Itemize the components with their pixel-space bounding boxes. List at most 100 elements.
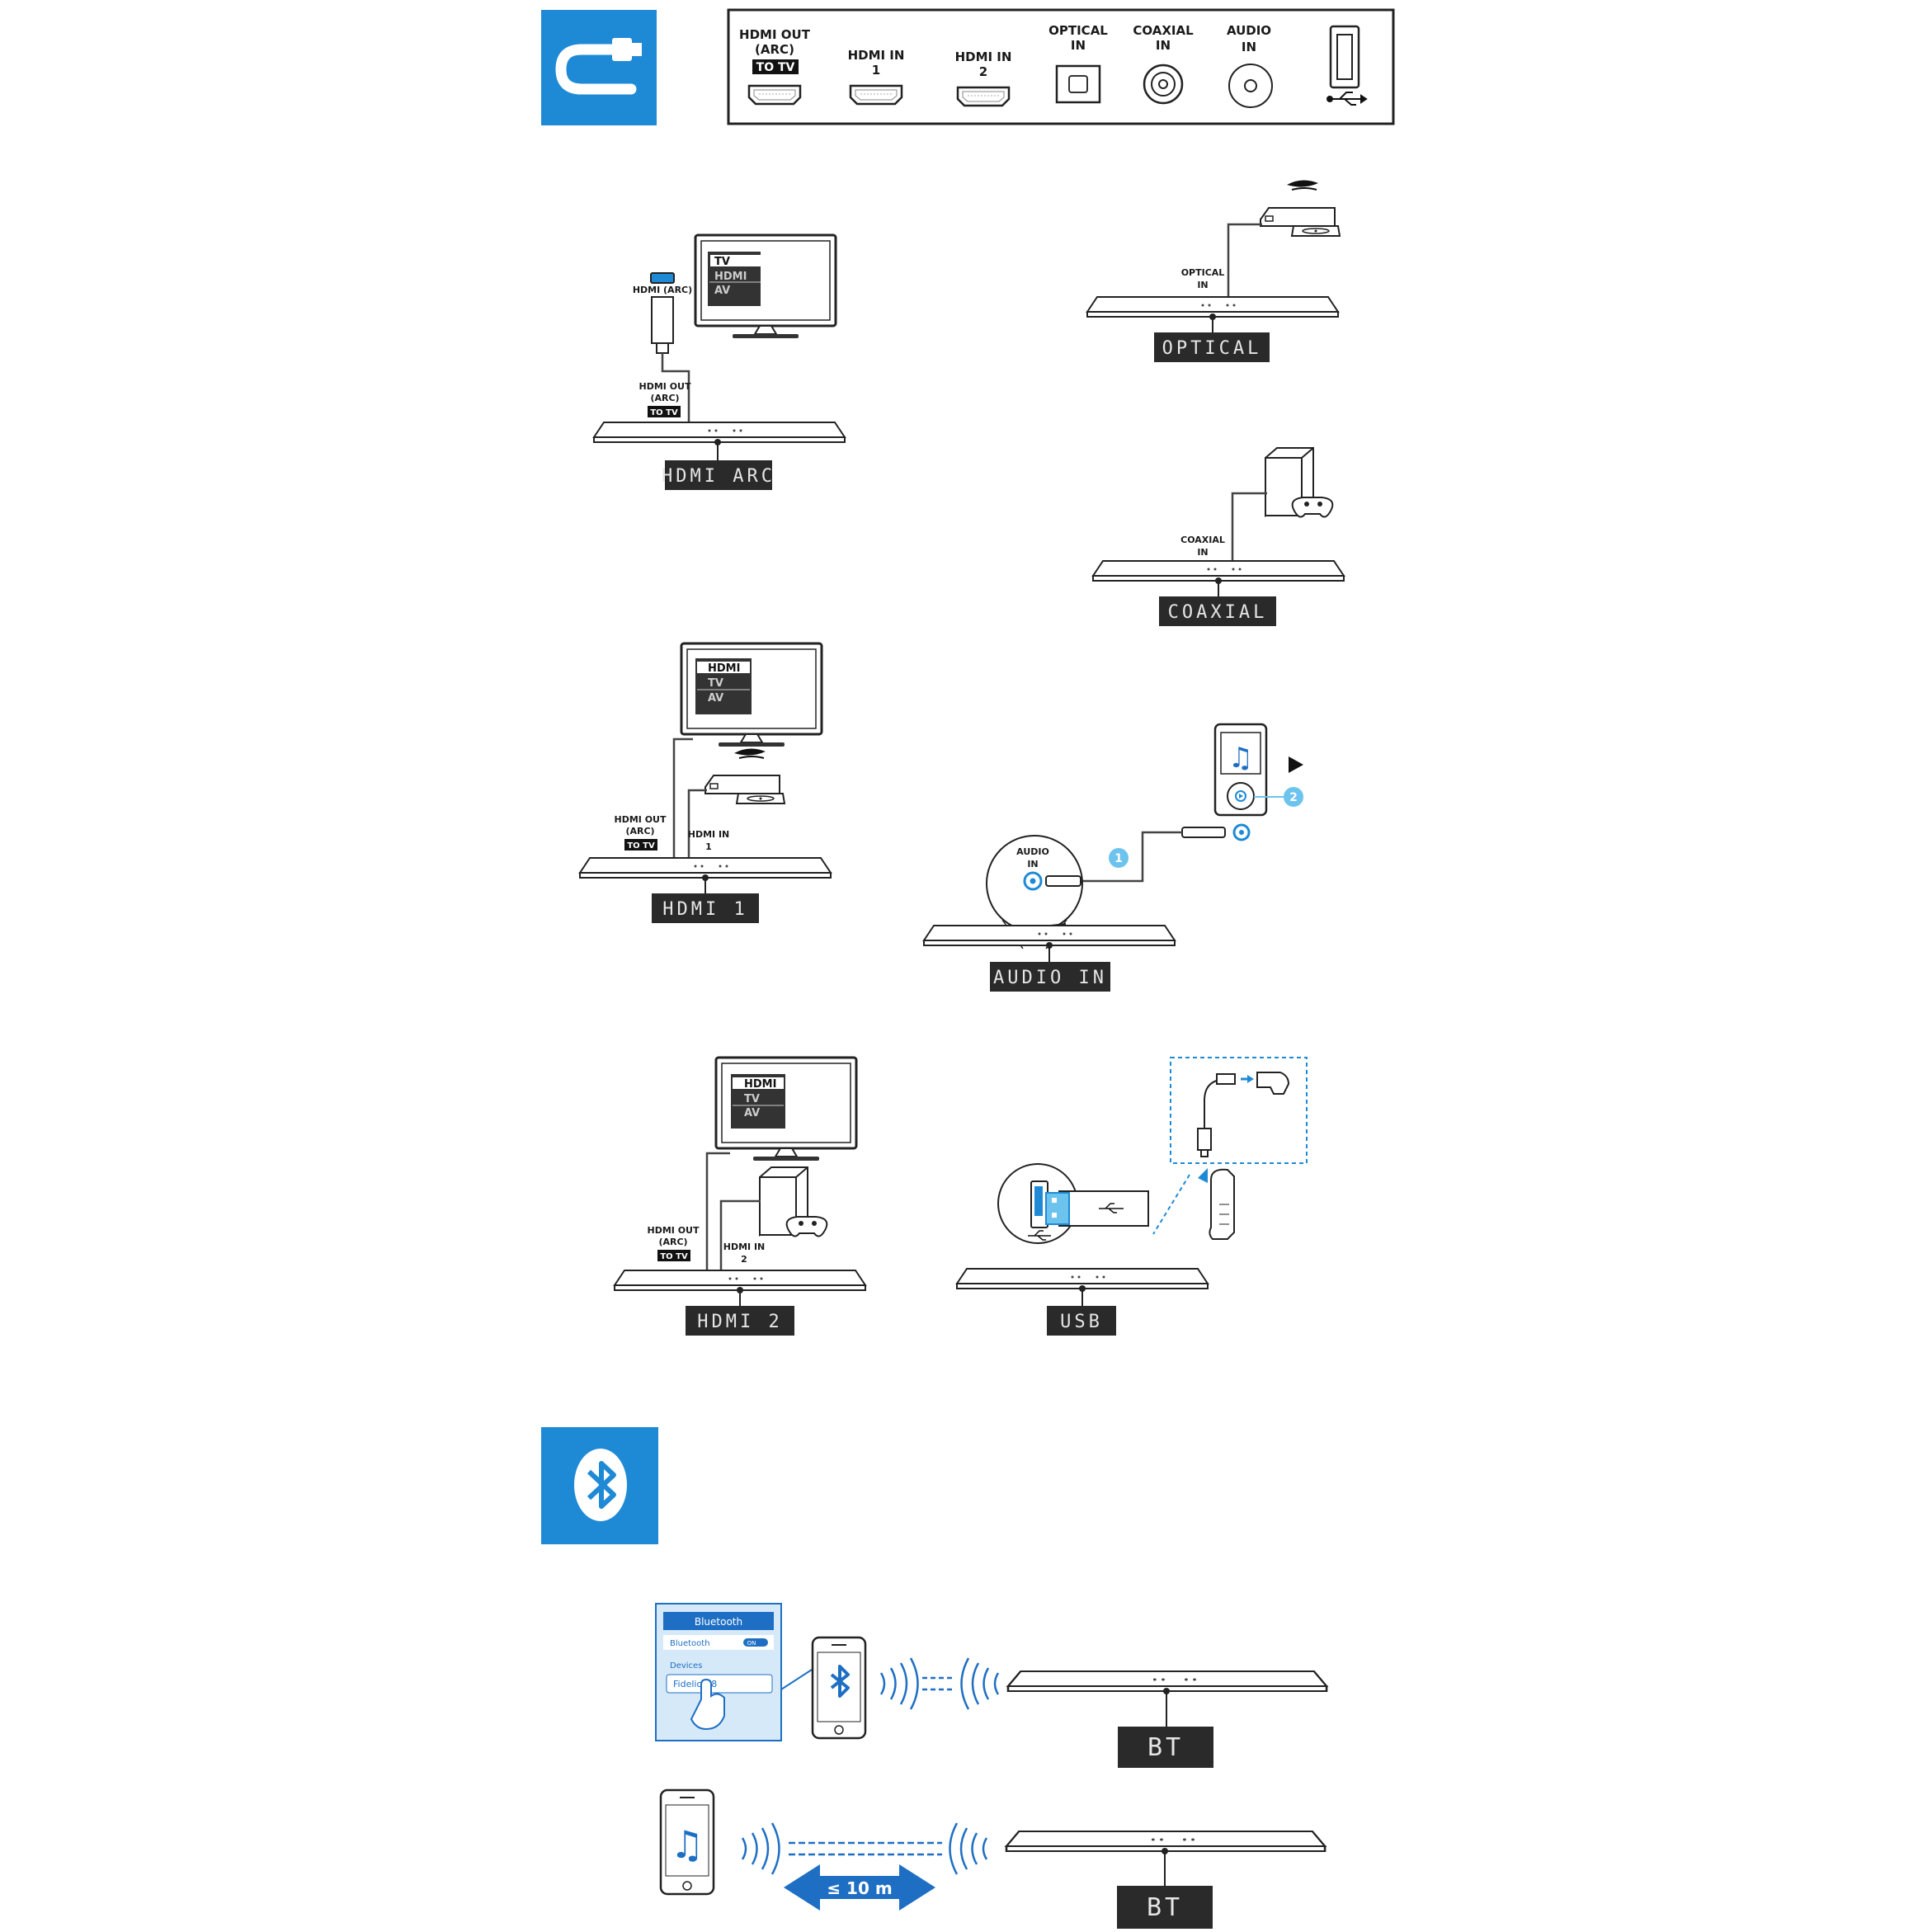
svg-text:USB: USB: [1060, 1312, 1103, 1332]
svg-text:COAXIAL: COAXIAL: [1168, 602, 1268, 623]
coaxial-label: COAXIAL: [1133, 23, 1194, 38]
optical-label: OPTICAL: [1048, 23, 1108, 38]
hdmi-in2-port: [956, 86, 1011, 107]
audio-in-port: [1228, 64, 1273, 108]
display-hdmi1: [652, 893, 759, 923]
game-console-icon: [759, 1166, 828, 1237]
svg-text:HDMI OUT: HDMI OUT: [615, 814, 667, 825]
svg-text:OPTICAL: OPTICAL: [1181, 267, 1225, 278]
svg-text:1: 1: [705, 841, 712, 852]
svg-text:IN: IN: [1197, 547, 1208, 558]
svg-text:TO TV: TO TV: [660, 1252, 688, 1261]
svg-text:≤ 10 m: ≤ 10 m: [827, 1878, 892, 1898]
game-console-icon: [1265, 447, 1334, 518]
svg-text:Bluetooth: Bluetooth: [695, 1616, 742, 1628]
svg-text:(ARC): (ARC): [755, 42, 794, 57]
hdmi1-diagram: HDMI TV AV HDMI OUT (ARC) TO TV HDMI IN …: [579, 642, 832, 923]
svg-text:IN: IN: [1197, 280, 1208, 290]
svg-text:HDMI 1: HDMI 1: [662, 899, 747, 920]
hdmi-in1-label: HDMI IN: [848, 48, 905, 63]
hdmi-in1-port: [849, 84, 903, 106]
svg-text:HDMI ARC: HDMI ARC: [662, 466, 775, 487]
usb-icon: [1326, 92, 1368, 106]
svg-text:HDMI 2: HDMI 2: [697, 1312, 782, 1332]
coaxial-diagram: COAXIAL IN COAXIAL: [1092, 447, 1345, 626]
svg-text:BT: BT: [1147, 1733, 1184, 1762]
svg-text:Bluetooth: Bluetooth: [670, 1639, 710, 1648]
svg-text:2: 2: [1289, 791, 1298, 804]
bluray-player: [704, 775, 785, 804]
svg-text:COAXIAL: COAXIAL: [1180, 535, 1225, 545]
phone-music-icon: ♫: [659, 1788, 715, 1896]
bluetooth-icon: [830, 1665, 850, 1698]
hdmi2-diagram: HDMI TV AV HDMI OUT (ARC) TO TV HDMI IN …: [614, 1056, 866, 1336]
hdmi-out-label: HDMI OUT: [739, 27, 811, 42]
svg-text:AV: AV: [744, 1107, 760, 1119]
svg-text:IN: IN: [1027, 859, 1038, 869]
display-hdmi2: [686, 1306, 794, 1336]
bluetooth-range-diagram: ♫ ≤ 10 m BT: [659, 1788, 1326, 1929]
music-note-icon: ♫: [670, 1822, 704, 1867]
svg-text:HDMI (ARC): HDMI (ARC): [633, 285, 692, 295]
bluetooth-icon: [541, 1427, 658, 1544]
optical-port: [1055, 64, 1101, 104]
svg-text:TV: TV: [714, 256, 730, 268]
display-coaxial: [1159, 596, 1276, 626]
optical-diagram: OPTICAL IN OPTICAL: [1086, 179, 1341, 362]
svg-text:2: 2: [741, 1254, 747, 1265]
display-audio-in: [990, 962, 1110, 992]
display-bt: [1118, 1727, 1213, 1768]
svg-text:AUDIO: AUDIO: [1016, 846, 1049, 857]
svg-text:(ARC): (ARC): [625, 826, 654, 836]
hdmi-out-port: [747, 84, 802, 106]
audio-in-diagram: ♫ 2 AUDIO IN 1 AUDIO IN: [923, 723, 1303, 992]
svg-text:(ARC): (ARC): [650, 393, 679, 403]
svg-text:2: 2: [979, 64, 987, 79]
soundbar: [593, 422, 846, 443]
to-tv-badge: TO TV: [756, 61, 795, 74]
svg-text:AUDIO IN: AUDIO IN: [993, 968, 1107, 988]
bluray-logo: [1286, 179, 1319, 191]
svg-text:BT: BT: [1147, 1893, 1183, 1922]
svg-text:HDMI: HDMI: [708, 662, 740, 675]
svg-text:1: 1: [1114, 852, 1123, 865]
svg-text:HDMI OUT: HDMI OUT: [648, 1225, 700, 1236]
usb-icon: [1028, 1230, 1051, 1241]
svg-text:1: 1: [872, 63, 880, 78]
svg-text:(ARC): (ARC): [658, 1237, 687, 1247]
svg-text:OPTICAL: OPTICAL: [1162, 338, 1262, 359]
svg-text:HDMI: HDMI: [744, 1078, 776, 1091]
music-note-icon: ♫: [1228, 742, 1253, 775]
port-panel: HDMI OUT (ARC) TO TV HDMI IN 1 HDMI IN 2…: [727, 8, 1395, 125]
svg-text:TV: TV: [744, 1093, 760, 1105]
display-usb: [1047, 1306, 1116, 1336]
svg-text:HDMI IN: HDMI IN: [723, 1242, 766, 1252]
audio-in-label: AUDIO: [1227, 23, 1271, 38]
svg-text:IN: IN: [1071, 38, 1086, 53]
cable-icon: [541, 10, 657, 125]
hdmi-in2-label: HDMI IN: [955, 49, 1012, 64]
svg-text:HDMI OUT: HDMI OUT: [639, 381, 691, 392]
coaxial-port: [1143, 64, 1184, 105]
svg-text:Devices: Devices: [670, 1661, 702, 1670]
hand-cursor-icon: [690, 1678, 725, 1731]
svg-text:IN: IN: [1242, 40, 1256, 54]
music-player-icon: ♫: [1213, 723, 1268, 817]
display-optical: [1154, 332, 1270, 362]
usb-detail-box: [1170, 1057, 1308, 1164]
svg-text:ON: ON: [747, 1640, 756, 1647]
phone-icon: [811, 1636, 867, 1740]
hdmi-plug-icon: [650, 272, 675, 284]
svg-text:AV: AV: [714, 285, 730, 297]
bluetooth-waves: [879, 1657, 1000, 1710]
svg-text:TV: TV: [708, 677, 723, 690]
display-bt: [1117, 1886, 1213, 1929]
svg-text:HDMI: HDMI: [714, 271, 747, 283]
display-hdmi-arc: [665, 460, 772, 490]
bluetooth-waves: [741, 1822, 988, 1875]
svg-text:HDMI IN: HDMI IN: [688, 829, 730, 840]
bluray-logo: [733, 747, 766, 759]
usb-port: [1326, 25, 1368, 106]
play-icon: [1289, 756, 1303, 773]
